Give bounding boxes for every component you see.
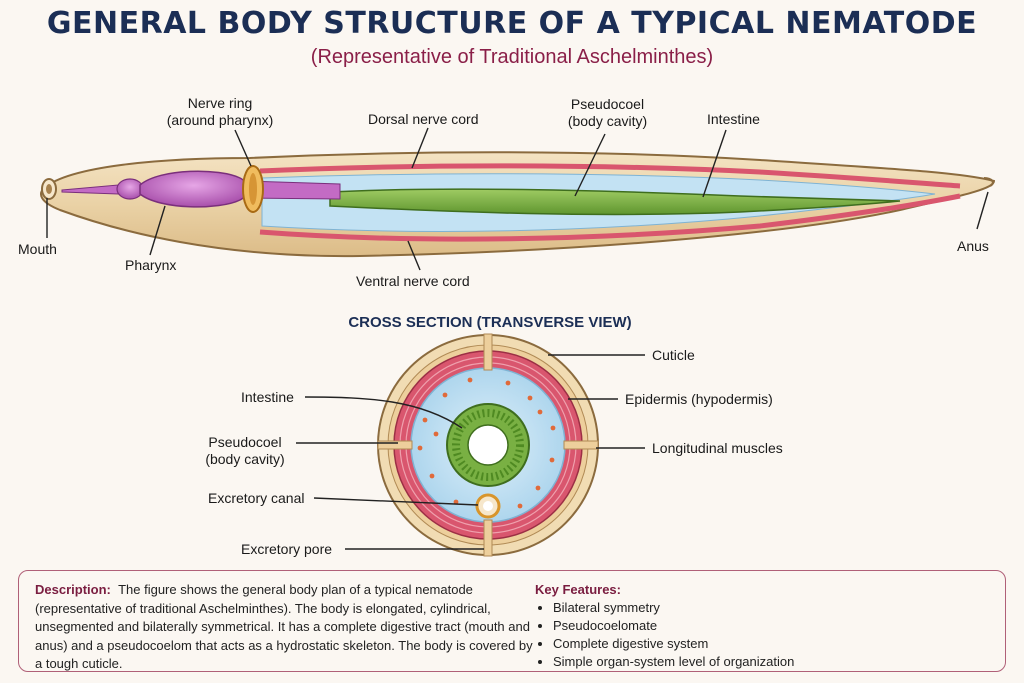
ventral-muscle-band — [259, 193, 961, 242]
leader-pseudocoel — [574, 133, 606, 197]
label-nerve-ring-line2: (around pharynx) — [166, 112, 274, 128]
key-features-title: Key Features: — [535, 582, 621, 597]
label-intestine: Intestine — [707, 111, 760, 127]
label-cs-pseudocoel-line2: (body cavity) — [205, 451, 285, 467]
label-mouth: Mouth — [18, 241, 57, 257]
leader-ventral-nerve-cord — [407, 240, 421, 271]
mouth-inner — [46, 184, 52, 194]
label-pharynx: Pharynx — [125, 257, 177, 273]
cs-intestine-lumen — [467, 424, 509, 466]
label-cs-excretory-canal: Excretory canal — [208, 490, 305, 506]
label-cs-pseudocoel-line1: Pseudocoel — [208, 434, 282, 450]
label-dorsal-nerve-cord: Dorsal nerve cord — [368, 111, 479, 127]
label-pseudocoel: Pseudocoel (body cavity) — [550, 96, 665, 130]
description: Description: The figure shows the genera… — [35, 581, 535, 674]
dorsal-muscle-band — [259, 163, 961, 189]
leader-dorsal-nerve-cord — [411, 127, 429, 169]
label-ventral-nerve-cord: Ventral nerve cord — [356, 273, 470, 289]
cs-excretory-canal-lumen — [483, 501, 493, 511]
label-pseudocoel-line1: Pseudocoel — [570, 96, 645, 112]
pharynx-bulb-anterior — [116, 178, 144, 200]
label-cs-epidermis: Epidermis (hypodermis) — [625, 391, 773, 407]
leader-intestine — [702, 129, 727, 198]
key-feature-item: Pseudocoelomate — [553, 617, 995, 635]
leader-pharynx — [149, 205, 166, 256]
label-cs-intestine: Intestine — [241, 389, 294, 405]
label-anus: Anus — [957, 238, 989, 254]
label-cs-longitudinal-muscles: Longitudinal muscles — [652, 440, 783, 456]
leader-cs-intestine — [304, 396, 463, 429]
label-cs-excretory-pore: Excretory pore — [241, 541, 333, 557]
cs-right-chord — [563, 440, 599, 450]
label-cs-cuticle: Cuticle — [652, 347, 695, 363]
key-features-list: Bilateral symmetry Pseudocoelomate Compl… — [535, 599, 995, 671]
label-cs-pseudocoel: Pseudocoel (body cavity) — [195, 434, 295, 468]
anus-tip — [983, 177, 994, 187]
key-feature-item: Complete digestive system — [553, 635, 995, 653]
pharynx — [139, 170, 249, 208]
nerve-ring-inner — [249, 173, 257, 205]
worm-longitudinal — [40, 151, 996, 258]
cs-dorsal-chord — [483, 333, 493, 371]
cross-section — [377, 333, 599, 557]
cs-ventral-chord — [483, 519, 493, 557]
info-box: Description: The figure shows the genera… — [18, 570, 1006, 672]
label-pseudocoel-line2: (body cavity) — [567, 113, 648, 129]
cs-left-chord — [377, 440, 413, 450]
key-features: Key Features: Bilateral symmetry Pseudoc… — [535, 581, 995, 671]
description-text: The figure shows the general body plan o… — [35, 582, 533, 671]
cs-intestine-villi — [452, 409, 524, 481]
cross-section-heading: CROSS SECTION (TRANSVERSE VIEW) — [348, 314, 632, 331]
page-title: GENERAL BODY STRUCTURE OF A TYPICAL NEMA… — [46, 6, 978, 41]
leader-anus — [976, 191, 989, 230]
description-label: Description: — [35, 582, 111, 597]
key-feature-item: Bilateral symmetry — [553, 599, 995, 617]
cross-section-leaders — [296, 354, 645, 550]
cs-pseudocoel-cells — [417, 377, 556, 509]
key-feature-item: Simple organ-system level of organizatio… — [553, 653, 995, 671]
leader-nerve-ring — [234, 129, 252, 167]
longitudinal-leaders — [46, 127, 989, 271]
label-nerve-ring-line1: Nerve ring — [187, 95, 253, 111]
page-subtitle: (Representative of Traditional Aschelmin… — [310, 46, 714, 68]
label-nerve-ring: Nerve ring (around pharynx) — [160, 95, 280, 129]
leader-cs-excretory-canal — [313, 497, 479, 506]
intestine — [329, 188, 901, 216]
